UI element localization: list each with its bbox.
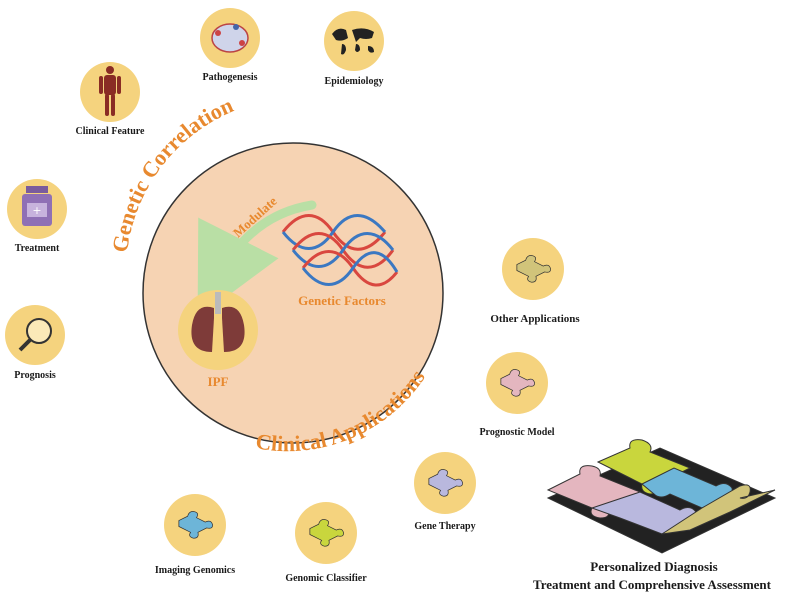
- prognosis-label: Prognosis: [14, 370, 56, 381]
- ipf-lung-circle: [178, 290, 258, 370]
- lungs-icon: [191, 292, 245, 352]
- genetic-factors-label: Genetic Factors: [298, 293, 386, 308]
- modulate-arrow: [197, 200, 317, 319]
- world-map-icon: [332, 28, 374, 55]
- prognostic-model-node: Prognostic Model: [479, 352, 555, 438]
- imaging-genomics-label: Imaging Genomics: [155, 565, 235, 576]
- ipf-label: IPF: [208, 374, 229, 389]
- genomic-classifier-node: Genomic Classifier: [285, 502, 367, 584]
- clinical-feature-node: Clinical Feature: [76, 62, 146, 137]
- epidemiology-node: Epidemiology: [324, 11, 384, 87]
- epidemiology-label: Epidemiology: [325, 76, 384, 87]
- svg-text:+: +: [32, 204, 41, 217]
- gene-therapy-label: Gene Therapy: [414, 521, 475, 532]
- imaging-genomics-node: Imaging Genomics: [155, 494, 235, 576]
- gene-therapy-node: Gene Therapy: [414, 452, 476, 532]
- genomic-classifier-label: Genomic Classifier: [285, 573, 367, 584]
- puzzle-piece-khaki: [661, 484, 776, 535]
- pathogenesis-node: Pathogenesis: [200, 8, 260, 83]
- summary-line1: Personalized Diagnosis: [590, 559, 717, 574]
- clinical-feature-label: Clinical Feature: [76, 126, 146, 137]
- human-body-icon: [99, 66, 121, 116]
- dna-helix-icon: [281, 214, 399, 287]
- cell-icon: [211, 23, 249, 53]
- treatment-node: + Treatment: [7, 179, 67, 254]
- pathogenesis-label: Pathogenesis: [203, 72, 258, 83]
- treatment-label: Treatment: [15, 243, 60, 254]
- medicine-bottle-icon: +: [22, 186, 52, 226]
- magnifier-icon: [18, 318, 52, 352]
- other-applications-label: Other Applications: [490, 313, 580, 325]
- puzzle-assembly-graphic: [546, 439, 777, 554]
- other-applications-node: Other Applications: [490, 238, 580, 325]
- prognosis-node: Prognosis: [5, 305, 65, 381]
- summary-line2: Treatment and Comprehensive Assessment: [533, 577, 772, 592]
- prognostic-model-label: Prognostic Model: [479, 427, 554, 438]
